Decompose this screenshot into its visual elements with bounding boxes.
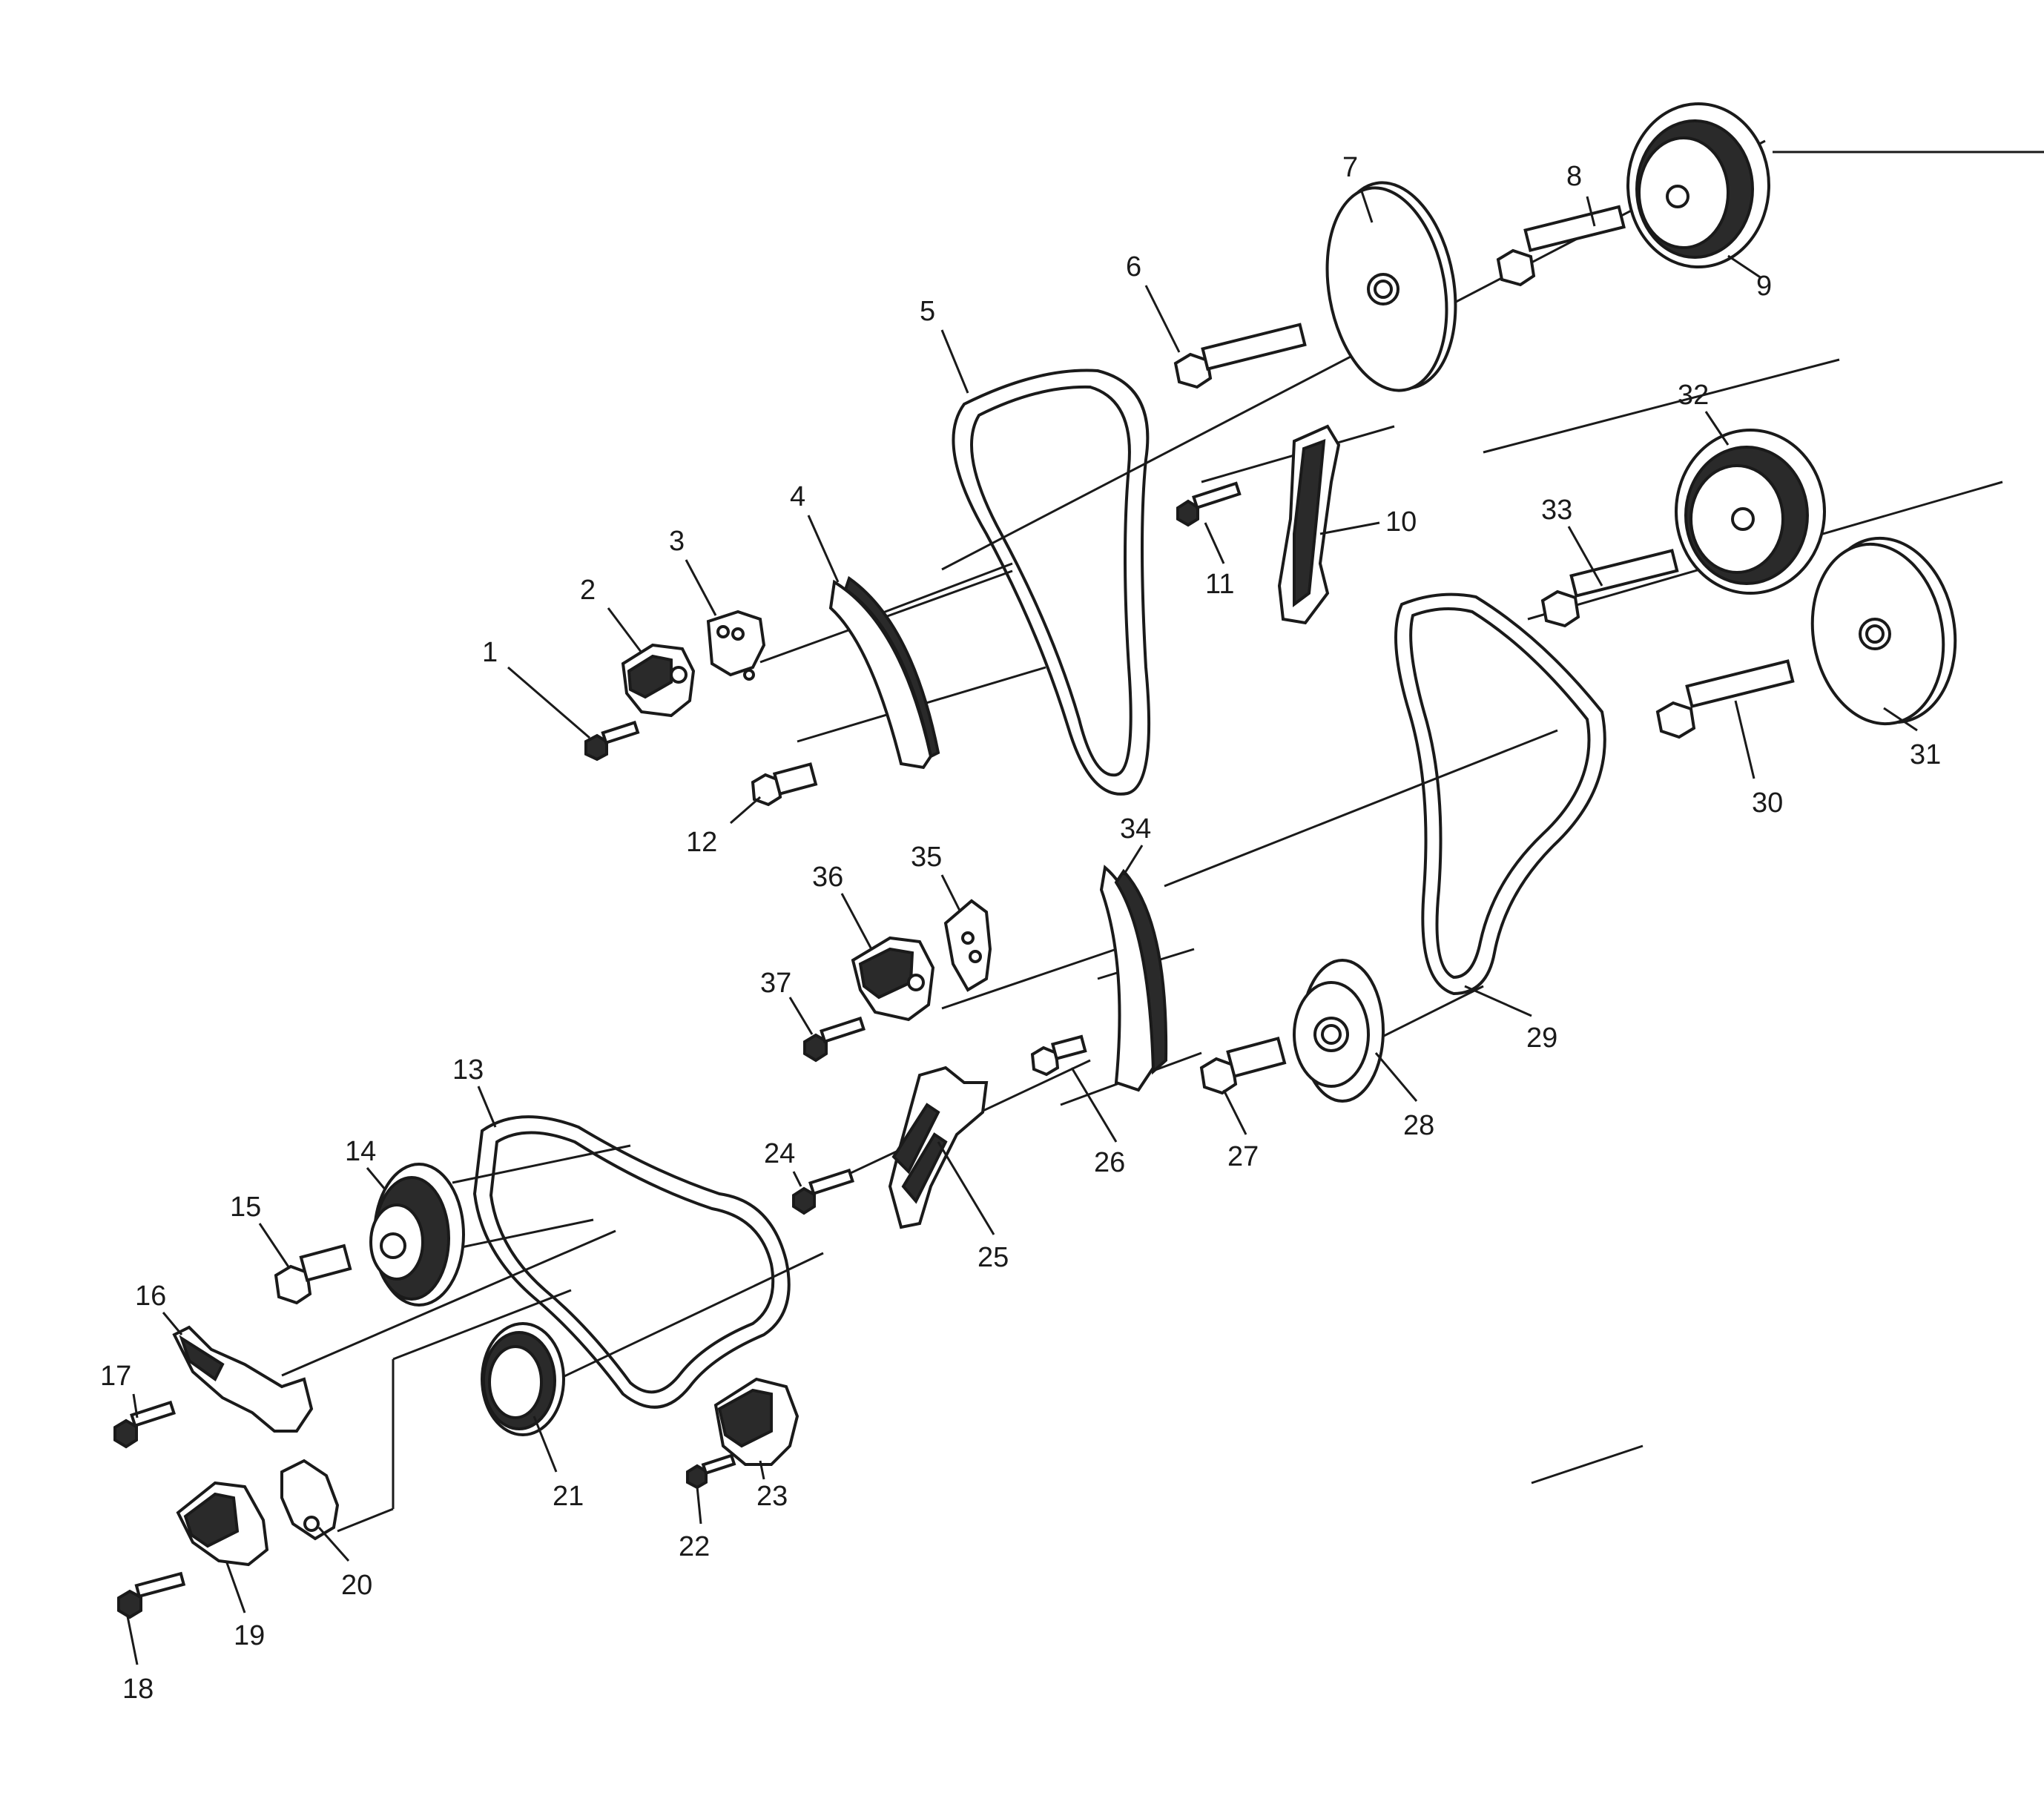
part-1-bolt [584,720,640,762]
part-23-tensioner [713,1377,800,1466]
part-21-crankshaft-sprocket [481,1322,565,1436]
callout-19: 19 [234,1620,265,1651]
part-20-gasket [280,1459,340,1541]
callout-28: 28 [1403,1110,1434,1141]
callout-33: 33 [1541,495,1572,526]
callout-23: 23 [756,1481,788,1512]
part-9-camshaft-actuator [1626,102,1770,268]
callout-37: 37 [760,968,791,999]
part-13-timing-chain [472,1115,791,1409]
part-19-tensioner [176,1481,269,1567]
callout-20: 20 [341,1570,372,1601]
part-34-chain-guide [1099,865,1168,1092]
callout-8: 8 [1566,161,1582,192]
part-22-bolt [686,1453,736,1490]
part-26-bolt [1030,1034,1087,1077]
callout-10: 10 [1385,506,1417,538]
part-3-gasket [706,610,766,681]
part-35-gasket [943,899,992,992]
callout-25: 25 [978,1242,1009,1273]
part-25-chain-guide [888,1066,989,1229]
callout-14: 14 [345,1136,376,1167]
callout-7: 7 [1342,152,1358,183]
part-12-bolt [751,762,818,807]
callout-27: 27 [1227,1141,1259,1172]
leader-lines [126,188,1918,1665]
assembly-axes [281,139,2044,1533]
part-6-camshaft-bolt [1173,323,1307,389]
callout-21: 21 [553,1481,584,1512]
callout-5: 5 [920,296,935,327]
part-5-timing-chain [952,369,1151,796]
part-10-chain-guide [1277,424,1341,625]
part-2-tensioner [621,643,696,718]
callout-2: 2 [580,575,596,606]
part-31-camshaft-sprocket [1810,536,1957,726]
part-36-tensioner [851,936,935,1022]
part-28-crankshaft-sprocket [1293,959,1385,1103]
callout-15: 15 [230,1192,261,1223]
part-8-bolt [1496,205,1626,287]
part-27-bolt [1199,1037,1287,1095]
part-16-chain-guide [172,1325,314,1433]
part-37-bolt [803,1016,866,1063]
callout-22: 22 [679,1531,710,1562]
part-18-bolt [117,1571,186,1619]
callout-36: 36 [812,862,843,893]
callout-3: 3 [669,526,685,557]
part-7-camshaft-sprocket [1325,181,1457,392]
callout-labels: 1 2 3 4 5 6 7 8 9 10 11 12 13 14 15 16 1… [100,152,1941,1705]
part-29-timing-chain [1394,592,1606,996]
callout-6: 6 [1126,251,1141,283]
callout-34: 34 [1120,813,1151,845]
callout-18: 18 [122,1674,154,1705]
part-14-sprocket [369,1163,465,1307]
callout-32: 32 [1678,380,1709,411]
callout-31: 31 [1910,739,1941,770]
callout-13: 13 [452,1054,484,1086]
callout-9: 9 [1756,271,1772,302]
callout-35: 35 [911,842,942,873]
part-15-bolt [274,1243,352,1305]
part-17-bolt [113,1400,176,1449]
part-4-chain-guide [828,575,940,770]
callout-24: 24 [764,1138,795,1169]
part-33-bolt [1540,549,1679,628]
callout-29: 29 [1526,1023,1557,1054]
part-24-bolt [792,1168,854,1215]
callout-26: 26 [1094,1147,1125,1178]
part-11-bolt [1176,481,1242,527]
callout-17: 17 [100,1361,131,1392]
callout-1: 1 [482,637,498,668]
part-30-camshaft-bolt [1655,659,1795,739]
callout-4: 4 [790,481,805,512]
callout-11: 11 [1205,569,1234,600]
part-32-camshaft-actuator [1675,429,1826,595]
callout-30: 30 [1752,787,1783,819]
callout-12: 12 [686,827,717,858]
callout-16: 16 [135,1281,166,1312]
